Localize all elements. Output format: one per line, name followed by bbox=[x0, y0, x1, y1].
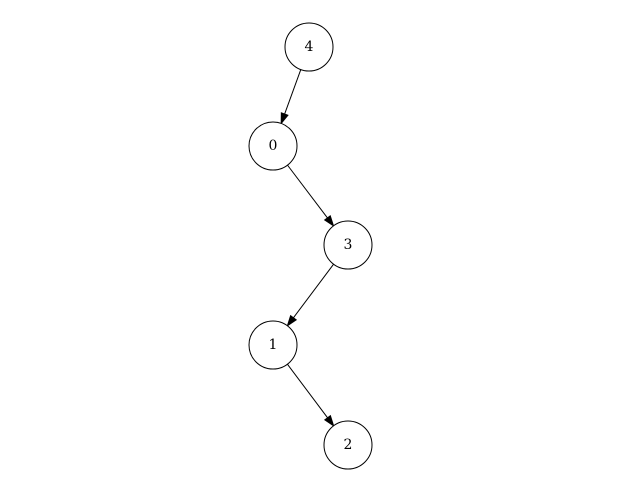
arrowhead-icon bbox=[280, 112, 289, 125]
node-label: 2 bbox=[344, 437, 353, 453]
arrowhead-icon bbox=[286, 314, 298, 328]
edge-0-3 bbox=[287, 164, 328, 219]
arrowhead-icon bbox=[323, 414, 335, 428]
node-label: 3 bbox=[344, 237, 353, 253]
node-3: 3 bbox=[323, 220, 373, 270]
node-label: 1 bbox=[269, 337, 278, 353]
arrowhead-icon bbox=[323, 214, 335, 228]
edge-4-0 bbox=[284, 69, 302, 115]
edge-1-2 bbox=[286, 363, 329, 419]
edge-3-1 bbox=[292, 263, 335, 319]
node-label: 4 bbox=[305, 39, 314, 55]
node-0: 0 bbox=[248, 121, 298, 171]
node-1: 1 bbox=[248, 320, 298, 370]
node-label: 0 bbox=[269, 138, 278, 154]
node-2: 2 bbox=[323, 420, 373, 470]
node-4: 4 bbox=[284, 22, 334, 72]
